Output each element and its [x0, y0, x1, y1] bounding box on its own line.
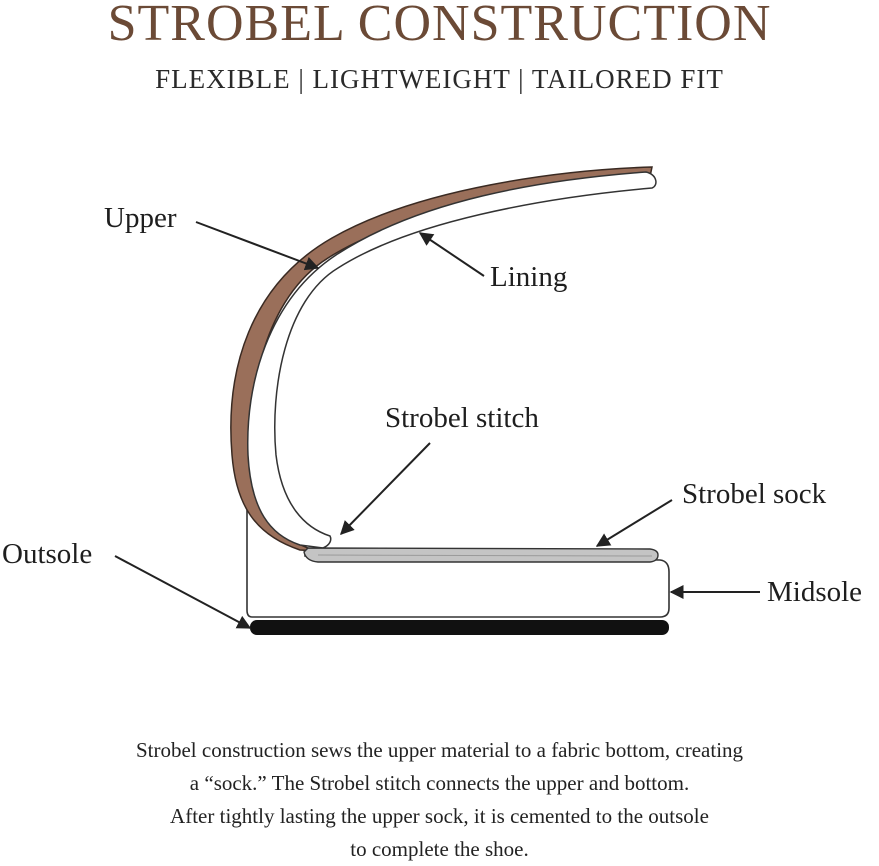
outsole-shape	[250, 620, 669, 635]
lining-material	[246, 171, 657, 549]
caption-line: After tightly lasting the upper sock, it…	[170, 804, 709, 828]
label-outsole: Outsole	[2, 538, 93, 570]
caption-line: Strobel construction sews the upper mate…	[135, 738, 744, 762]
strobel-sock-edge	[317, 554, 653, 557]
label-strobel-sock: Strobel sock	[682, 478, 827, 510]
label-midsole: Midsole	[767, 576, 863, 608]
page-subtitle: FLEXIBLE | LIGHTWEIGHT | TAILORED FIT	[155, 64, 724, 94]
label-lining: Lining	[490, 261, 568, 293]
caption-line: to complete the shoe.	[350, 837, 529, 861]
caption-line: a “sock.” The Strobel stitch connects th…	[189, 771, 690, 795]
label-upper: Upper	[104, 202, 177, 234]
lining-arrow	[418, 232, 485, 277]
upper-arrow	[195, 221, 320, 271]
outsole-arrow	[114, 555, 252, 629]
strobel-sock-arrow	[595, 499, 673, 547]
caption: Strobel construction sews the upper mate…	[0, 734, 879, 866]
strobel-stitch-arrow	[340, 442, 431, 536]
page-title: STROBEL CONSTRUCTION	[107, 0, 772, 52]
label-strobel-stitch: Strobel stitch	[385, 402, 539, 434]
